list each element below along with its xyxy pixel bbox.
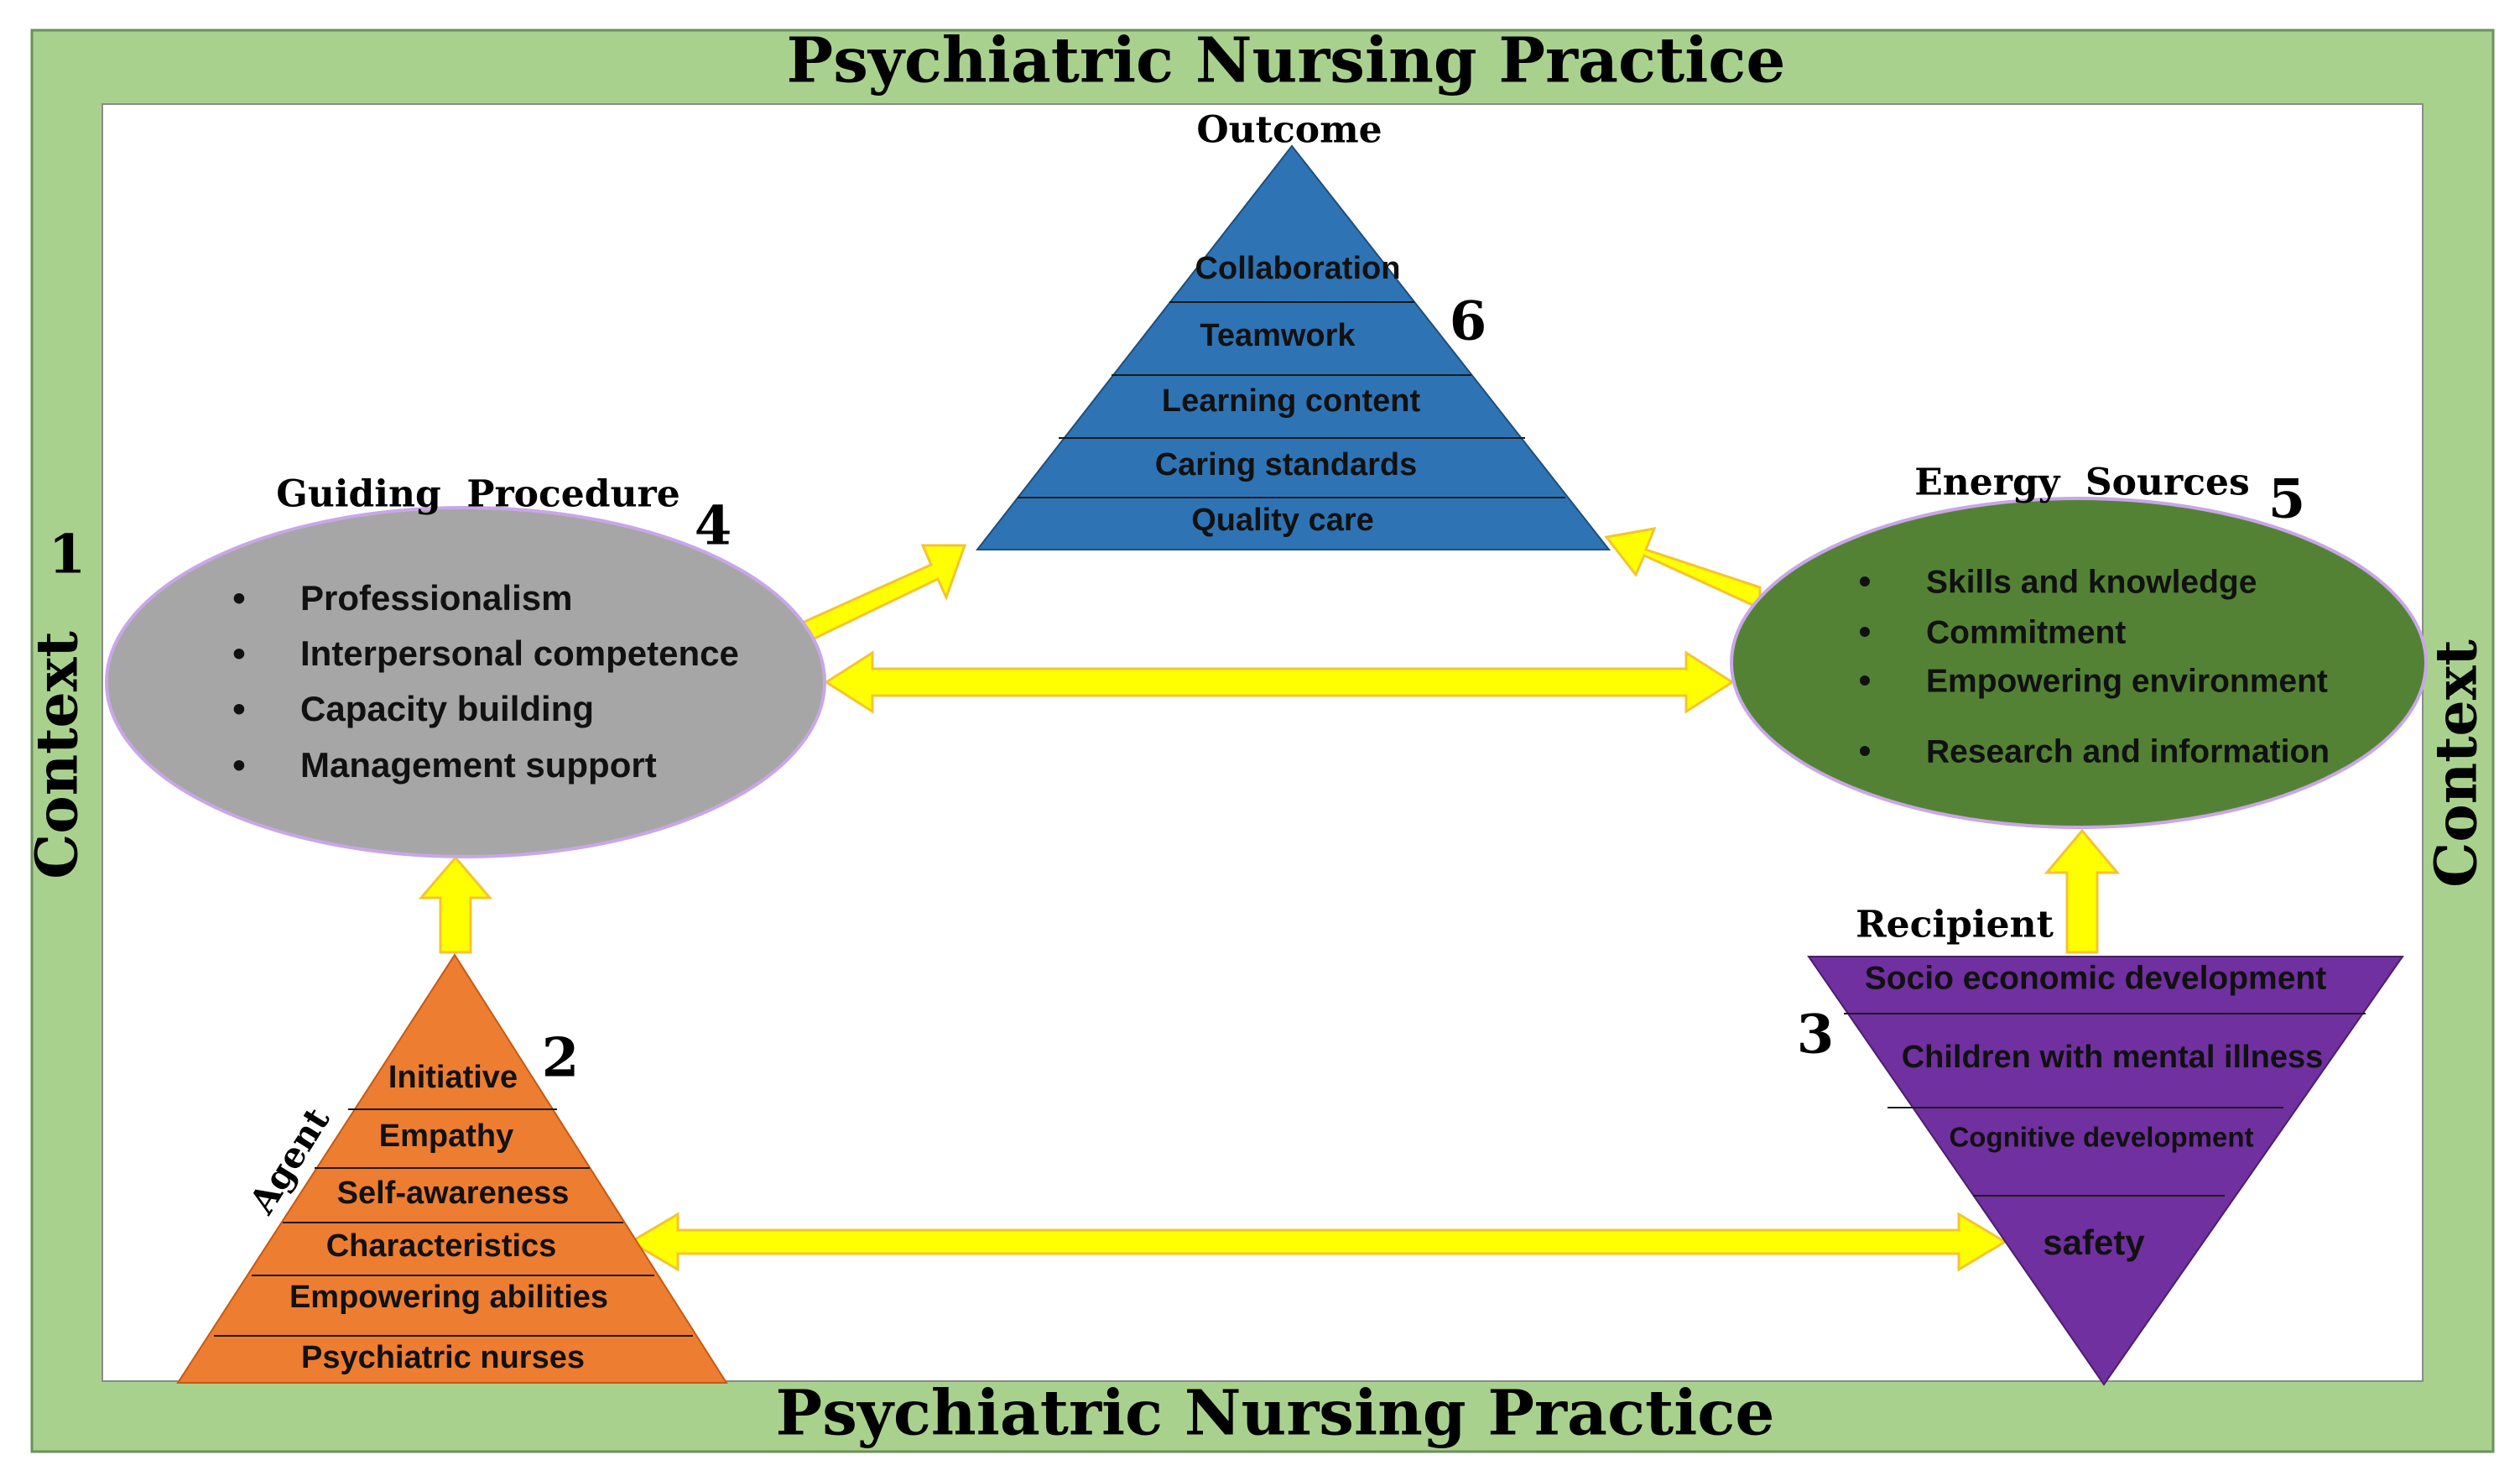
agent-triangle [176, 953, 728, 1384]
arrow-energy-to-outcome [1604, 527, 1762, 611]
outcome-layer-label: Caring standards [1155, 447, 1418, 482]
outcome-triangle [975, 144, 1611, 550]
arrow-guiding-to-outcome [795, 544, 967, 646]
guiding-procedure-title: Guiding Procedure [276, 473, 680, 516]
outcome-layer-label: Quality care [1191, 503, 1374, 538]
energy-bullet: • [1859, 660, 1872, 700]
recipient-layer-label: Children with mental illness [1902, 1040, 2324, 1075]
number-3: 3 [1797, 1004, 1835, 1066]
energy-item: Empowering environment [1926, 663, 2328, 699]
agent-layer-label: Self-awareness [337, 1176, 570, 1211]
arrow-agent-to-guiding [418, 855, 493, 954]
number-6: 6 [1450, 290, 1487, 353]
energy-bullet: • [1859, 561, 1872, 601]
frame-title-bottom: Psychiatric Nursing Practice [776, 1378, 1775, 1450]
number-5: 5 [2268, 468, 2306, 531]
guiding-item: Management support [300, 745, 657, 785]
number-2: 2 [542, 1027, 580, 1090]
context-label-right: Context [2424, 639, 2491, 888]
context-label-left: Context [24, 631, 91, 879]
energy-item: Commitment [1926, 614, 2126, 650]
number-4: 4 [695, 495, 732, 558]
energy-bullet: • [1859, 612, 1872, 651]
recipient-layer-label: safety [2043, 1223, 2145, 1262]
guiding-bullet: • [232, 689, 245, 730]
recipient-triangle [1807, 956, 2404, 1386]
guiding-procedure-ellipse [105, 506, 826, 858]
guiding-item: Capacity building [300, 689, 594, 728]
energy-sources-ellipse [1730, 497, 2428, 829]
guiding-bullet: • [232, 634, 245, 675]
guiding-bullet: • [232, 578, 245, 619]
agent-layer-label: Empathy [379, 1119, 513, 1154]
frame-title-top: Psychiatric Nursing Practice [787, 25, 1786, 97]
agent-layer-label: Psychiatric nurses [301, 1340, 585, 1375]
outcome-layer-label: Collaboration [1195, 251, 1401, 286]
number-1: 1 [49, 524, 86, 587]
guiding-item: Interpersonal competence [300, 634, 739, 673]
agent-layer-label: Initiative [388, 1060, 518, 1095]
energy-sources-title: Energy Sources [1914, 462, 2250, 504]
outcome-layer-label: Learning content [1162, 383, 1421, 419]
energy-sources-items: • Skills and knowledge • Commitment • Empower… [1859, 561, 2330, 770]
outcome-layer-label: Teamwork [1200, 318, 1356, 353]
agent-layer-label: Empowering abilities [289, 1280, 608, 1315]
recipient-layer-label: Socio economic development [1865, 960, 2326, 996]
outcome-title: Outcome [1196, 109, 1382, 152]
recipient-layer-label: Cognitive development [1949, 1122, 2253, 1153]
guiding-bullet: • [232, 745, 245, 786]
energy-bullet: • [1859, 731, 1872, 770]
energy-item: Research and information [1926, 733, 2330, 769]
agent-layer-label: Characteristics [326, 1228, 557, 1264]
agent-layer-labels: InitiativeEmpathySelf-awarenessCharacter… [289, 1060, 608, 1375]
recipient-title: Recipient [1856, 904, 2054, 946]
energy-item: Skills and knowledge [1926, 564, 2257, 600]
guiding-item: Professionalism [300, 578, 572, 618]
guiding-procedure-items: • Professionalism • Interpersonal competenc… [232, 578, 739, 786]
arrow-recipient-to-energy [2044, 828, 2121, 954]
